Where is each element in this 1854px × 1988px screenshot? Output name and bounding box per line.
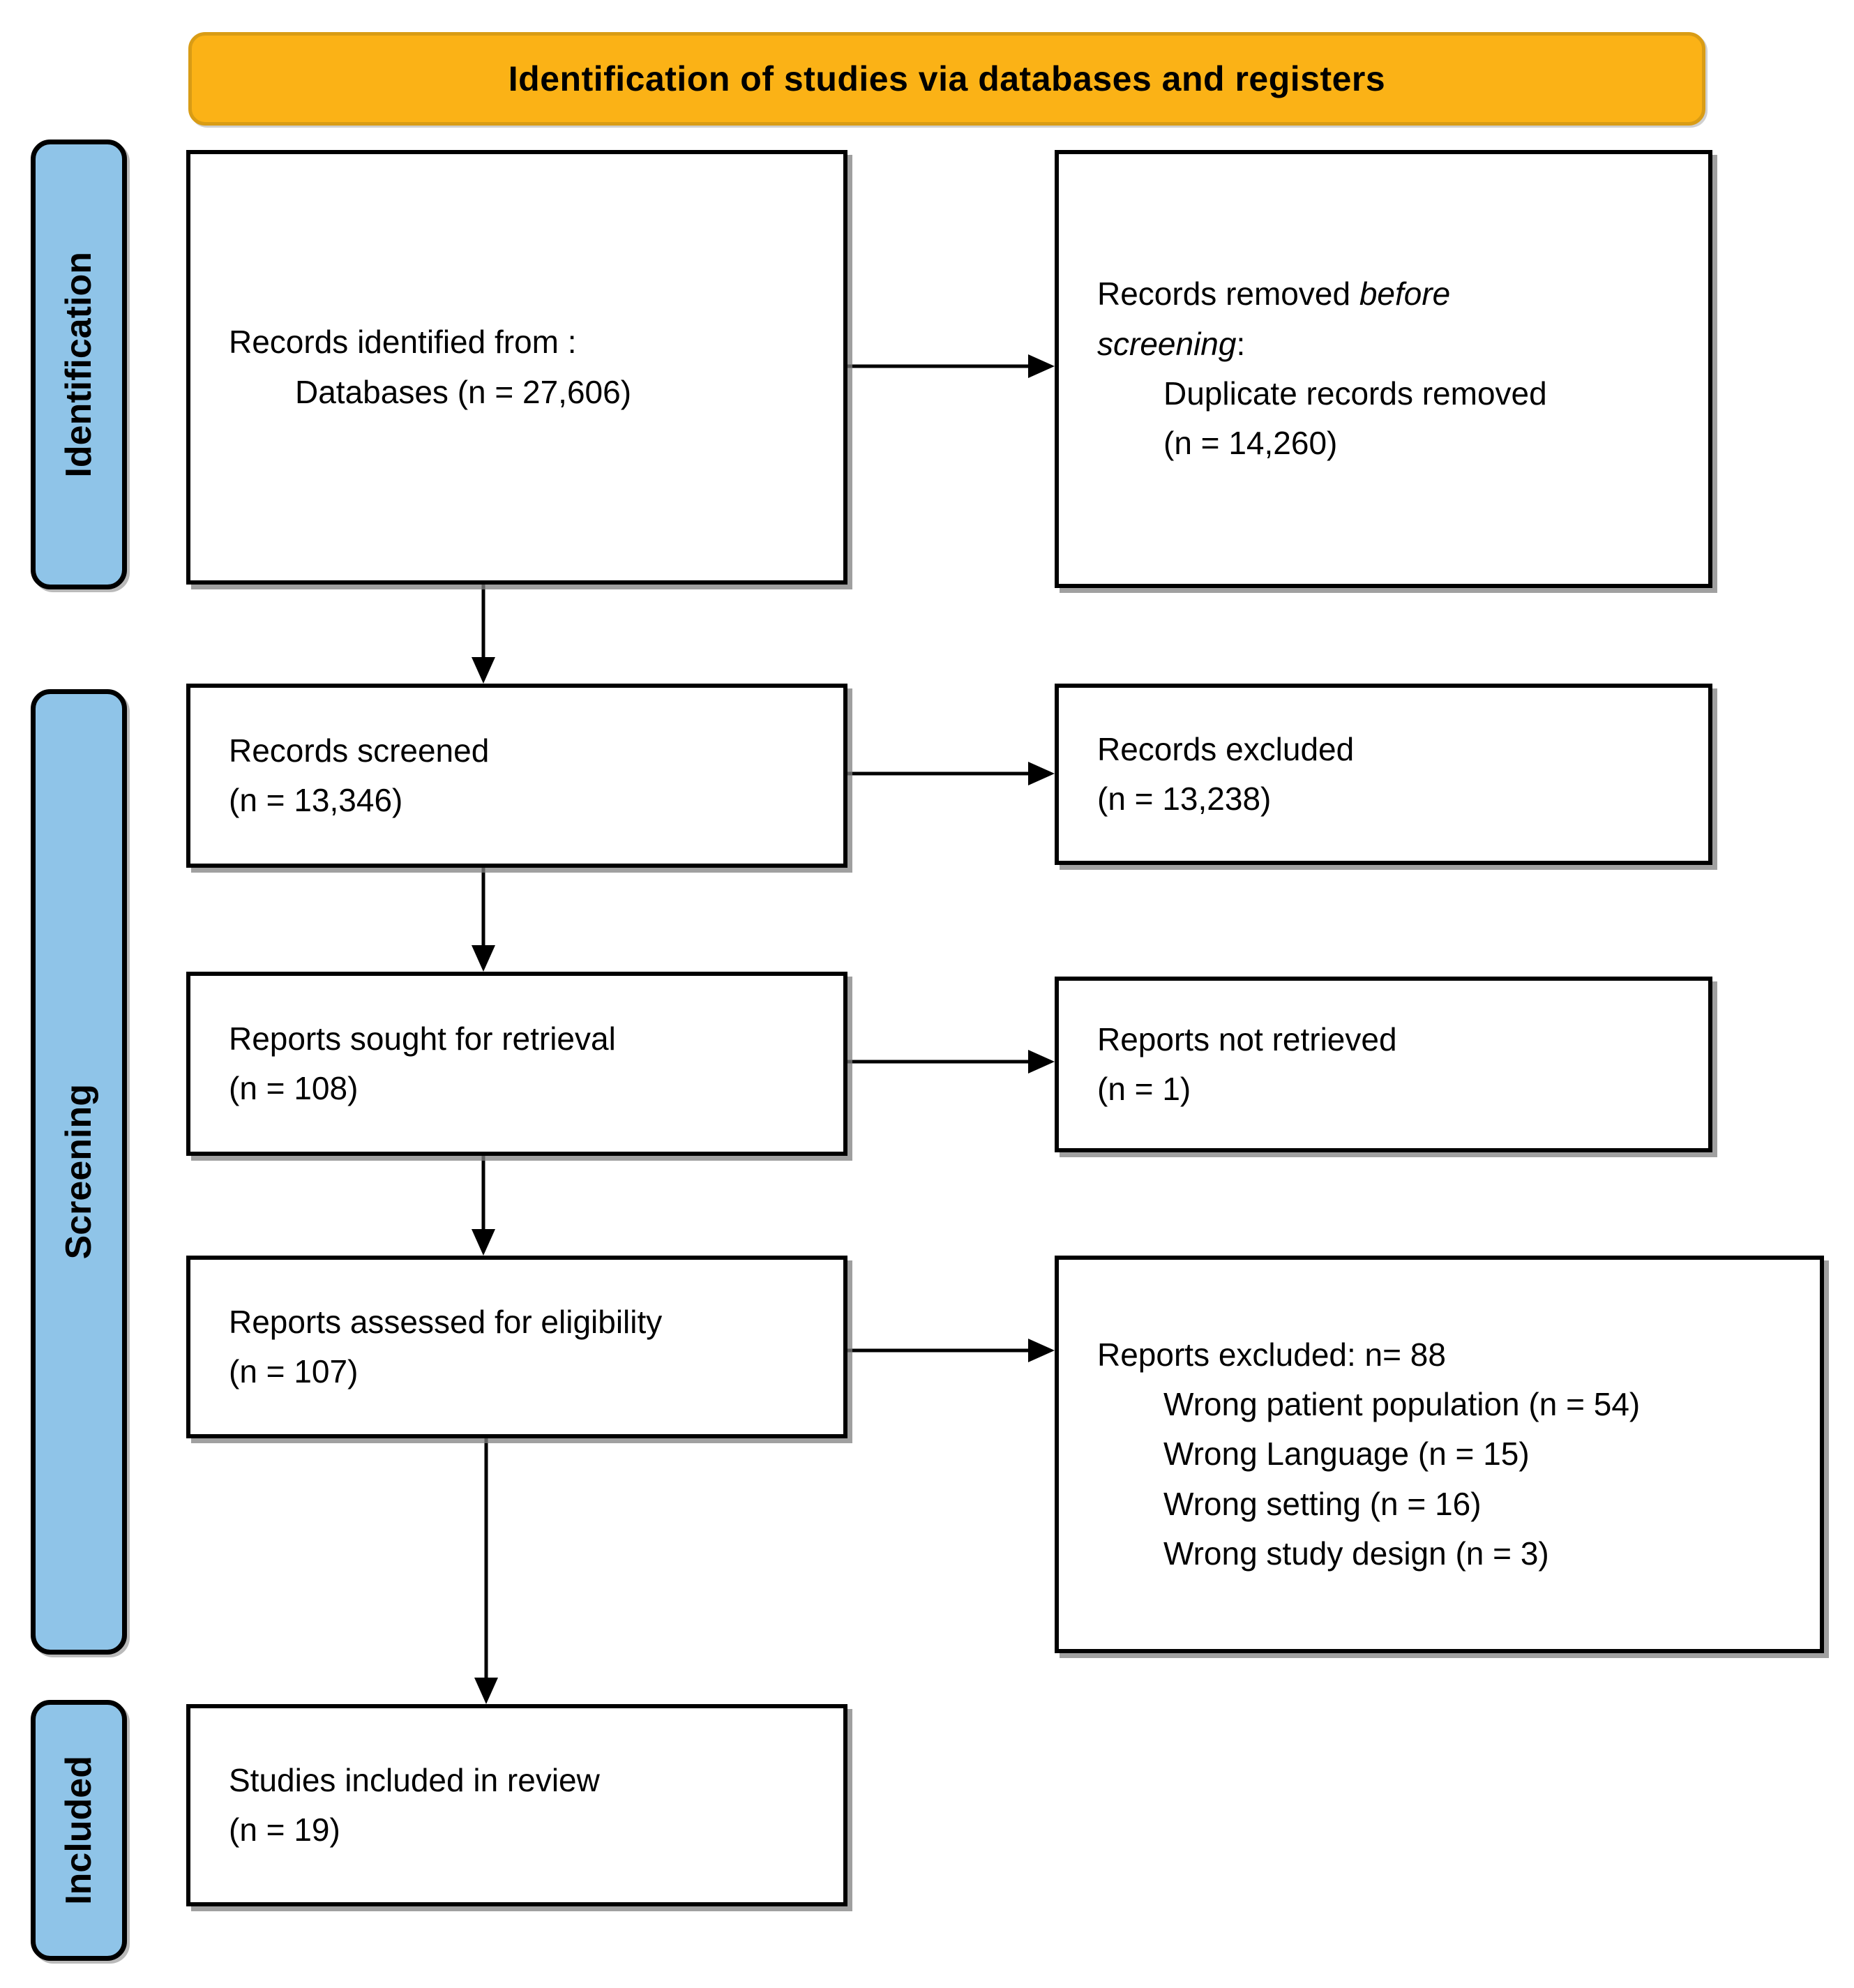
reports-sought-line1: Reports sought for retrieval <box>229 1020 616 1057</box>
reports-not-retrieved-line1: Reports not retrieved <box>1097 1021 1397 1057</box>
records-removed-line2: screening: <box>1097 319 1694 369</box>
reports-excluded-header: Reports excluded: n= 88 <box>1097 1336 1446 1373</box>
studies-included-line1: Studies included in review <box>229 1761 600 1798</box>
records-screened-line1: Records screened <box>229 732 490 769</box>
records-excluded-line2: (n = 13,238) <box>1097 781 1272 817</box>
reports-excluded-box: Reports excluded: n= 88 Wrong patient po… <box>1055 1256 1824 1653</box>
reports-sought-line2: (n = 108) <box>229 1070 359 1106</box>
stage-label-identification: Identification <box>59 251 99 478</box>
reports-excluded-reason-4: Wrong study design (n = 3) <box>1163 1535 1549 1572</box>
reports-assessed-box: Reports assessed for eligibility (n = 10… <box>186 1256 847 1438</box>
reports-excluded-reason-3: Wrong setting (n = 16) <box>1163 1485 1482 1522</box>
records-removed-detail2: (n = 14,260) <box>1163 425 1338 462</box>
stage-bar-included: Included <box>31 1700 127 1961</box>
records-removed-pre: Records removed <box>1097 276 1359 312</box>
stage-label-included: Included <box>59 1756 99 1905</box>
title-banner: Identification of studies via databases … <box>188 32 1705 126</box>
records-identified-line2: Databases (n = 27,606) <box>295 373 632 410</box>
arrow-identified-to-removed <box>847 354 1055 378</box>
reports-not-retrieved-box: Reports not retrieved (n = 1) <box>1055 977 1712 1152</box>
records-screened-line2: (n = 13,346) <box>229 782 403 818</box>
records-removed-italic1: before <box>1359 276 1451 312</box>
records-removed-detail1: Duplicate records removed <box>1163 375 1547 412</box>
records-removed-italic2: screening <box>1097 325 1237 362</box>
stage-bar-screening: Screening <box>31 689 127 1655</box>
records-removed-box: Records removed before screening: Duplic… <box>1055 150 1712 588</box>
records-excluded-box: Records excluded (n = 13,238) <box>1055 684 1712 865</box>
records-identified-line1: Records identified from : <box>229 324 577 361</box>
stage-bar-identification: Identification <box>31 140 127 589</box>
reports-excluded-reason-1: Wrong patient population (n = 54) <box>1163 1386 1641 1423</box>
reports-not-retrieved-line2: (n = 1) <box>1097 1071 1191 1107</box>
records-identified-box: Records identified from : Databases (n =… <box>186 150 847 585</box>
arrow-sought-to-assessed <box>472 1156 495 1256</box>
arrow-sought-to-not-retrieved <box>847 1050 1055 1074</box>
reports-assessed-line2: (n = 107) <box>229 1353 359 1390</box>
records-screened-box: Records screened (n = 13,346) <box>186 684 847 868</box>
reports-assessed-line1: Reports assessed for eligibility <box>229 1303 663 1340</box>
studies-included-box: Studies included in review (n = 19) <box>186 1704 847 1906</box>
reports-sought-box: Reports sought for retrieval (n = 108) <box>186 972 847 1156</box>
arrow-assessed-to-included <box>474 1438 498 1704</box>
studies-included-line2: (n = 19) <box>229 1812 340 1848</box>
records-excluded-line1: Records excluded <box>1097 730 1355 767</box>
stage-label-screening: Screening <box>59 1084 99 1260</box>
arrow-identified-to-screened <box>472 585 495 684</box>
records-removed-post: : <box>1236 325 1246 362</box>
arrow-screened-to-sought <box>472 868 495 972</box>
records-removed-line1: Records removed before <box>1097 269 1694 319</box>
arrow-assessed-to-reports-excluded <box>847 1339 1055 1362</box>
title-banner-label: Identification of studies via databases … <box>508 59 1386 98</box>
arrow-screened-to-excluded <box>847 762 1055 785</box>
reports-excluded-reason-2: Wrong Language (n = 15) <box>1163 1436 1530 1473</box>
